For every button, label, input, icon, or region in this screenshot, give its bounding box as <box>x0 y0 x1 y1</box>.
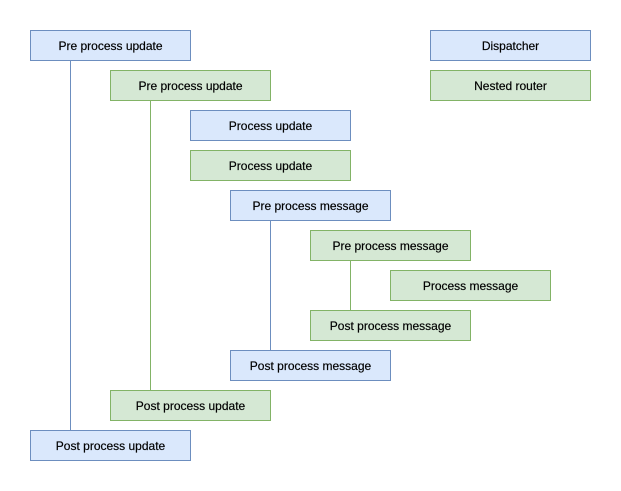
svg-text:Post process update: Post process update <box>56 439 166 453</box>
svg-text:Pre process update: Pre process update <box>138 79 242 93</box>
svg-text:Post process message: Post process message <box>250 359 372 373</box>
svg-text:Dispatcher: Dispatcher <box>482 39 539 53</box>
svg-text:Pre process message: Pre process message <box>252 199 368 213</box>
svg-text:Process message: Process message <box>423 279 519 293</box>
svg-text:Pre process update: Pre process update <box>58 39 162 53</box>
svg-text:Process update: Process update <box>229 159 313 173</box>
svg-text:Post process message: Post process message <box>330 319 452 333</box>
svg-text:Pre process message: Pre process message <box>332 239 448 253</box>
svg-text:Nested router: Nested router <box>474 79 547 93</box>
svg-text:Post process update: Post process update <box>136 399 246 413</box>
svg-text:Process update: Process update <box>229 119 313 133</box>
